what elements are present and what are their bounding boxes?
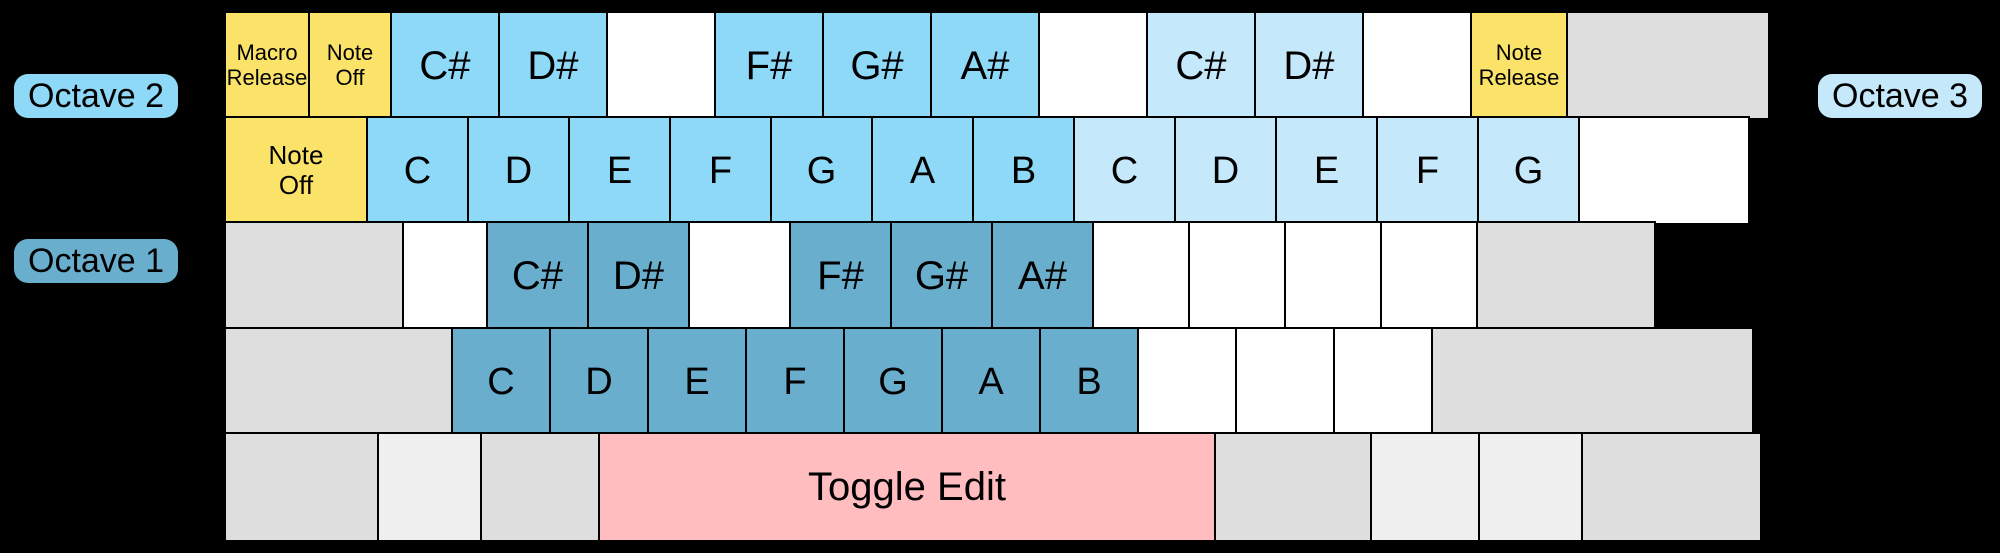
key-b[interactable]: B [1039,327,1139,436]
key-f[interactable]: F [1376,116,1479,225]
key-a[interactable]: A [941,327,1041,436]
key-blank[interactable] [1362,11,1472,120]
key-macro-release[interactable]: Macro Release [224,11,310,120]
key-d[interactable]: D [1174,116,1277,225]
key-a[interactable]: A [871,116,974,225]
key-blank[interactable] [224,432,379,542]
key-dsharp[interactable]: D# [1254,11,1364,120]
key-blank[interactable] [1578,116,1750,225]
key-blank[interactable] [377,432,482,542]
key-blank[interactable] [224,327,453,436]
key-g[interactable]: G [1477,116,1580,225]
key-note-off[interactable]: Note Off [224,116,368,225]
key-csharp[interactable]: C# [1146,11,1256,120]
key-d[interactable]: D [549,327,649,436]
key-c[interactable]: C [451,327,551,436]
key-g[interactable]: G [843,327,943,436]
key-dsharp[interactable]: D# [587,221,690,331]
key-blank[interactable] [224,221,404,331]
key-gsharp[interactable]: G# [890,221,993,331]
key-fsharp[interactable]: F# [714,11,824,120]
octave-3-label: Octave 3 [1818,74,1983,118]
keyboard-row-home: C#D# F#G#A# [224,221,1776,331]
key-e[interactable]: E [1275,116,1378,225]
key-c[interactable]: C [1073,116,1176,225]
key-c[interactable]: C [366,116,469,225]
key-toggle-edit[interactable]: Toggle Edit [598,432,1216,542]
key-blank[interactable] [606,11,716,120]
key-e[interactable]: E [568,116,671,225]
keyboard-row-modifier: Toggle Edit [224,432,1776,542]
key-f[interactable]: F [745,327,845,436]
octave-2-label: Octave 2 [14,74,179,118]
key-blank[interactable] [1566,11,1770,120]
key-gsharp[interactable]: G# [822,11,932,120]
key-blank[interactable] [1431,327,1754,436]
key-blank[interactable] [1581,432,1762,542]
key-asharp[interactable]: A# [930,11,1040,120]
key-dsharp[interactable]: D# [498,11,608,120]
key-blank[interactable] [1380,221,1478,331]
key-blank[interactable] [688,221,791,331]
key-d[interactable]: D [467,116,570,225]
key-blank[interactable] [1370,432,1480,542]
key-g[interactable]: G [770,116,873,225]
key-blank[interactable] [402,221,488,331]
key-b[interactable]: B [972,116,1075,225]
octave-1-label: Octave 1 [14,239,179,283]
key-fsharp[interactable]: F# [789,221,892,331]
key-blank[interactable] [1235,327,1335,436]
key-blank[interactable] [1478,432,1583,542]
key-blank[interactable] [1188,221,1286,331]
key-blank[interactable] [1038,11,1148,120]
key-csharp[interactable]: C# [390,11,500,120]
key-blank[interactable] [1476,221,1656,331]
key-blank[interactable] [480,432,600,542]
key-blank[interactable] [1333,327,1433,436]
key-note-off[interactable]: Note Off [308,11,392,120]
key-note-release[interactable]: Note Release [1470,11,1568,120]
key-blank[interactable] [1284,221,1382,331]
key-blank[interactable] [1092,221,1190,331]
key-f[interactable]: F [669,116,772,225]
key-asharp[interactable]: A# [991,221,1094,331]
key-blank[interactable] [1137,327,1237,436]
key-e[interactable]: E [647,327,747,436]
key-blank[interactable] [1214,432,1372,542]
key-csharp[interactable]: C# [486,221,589,331]
